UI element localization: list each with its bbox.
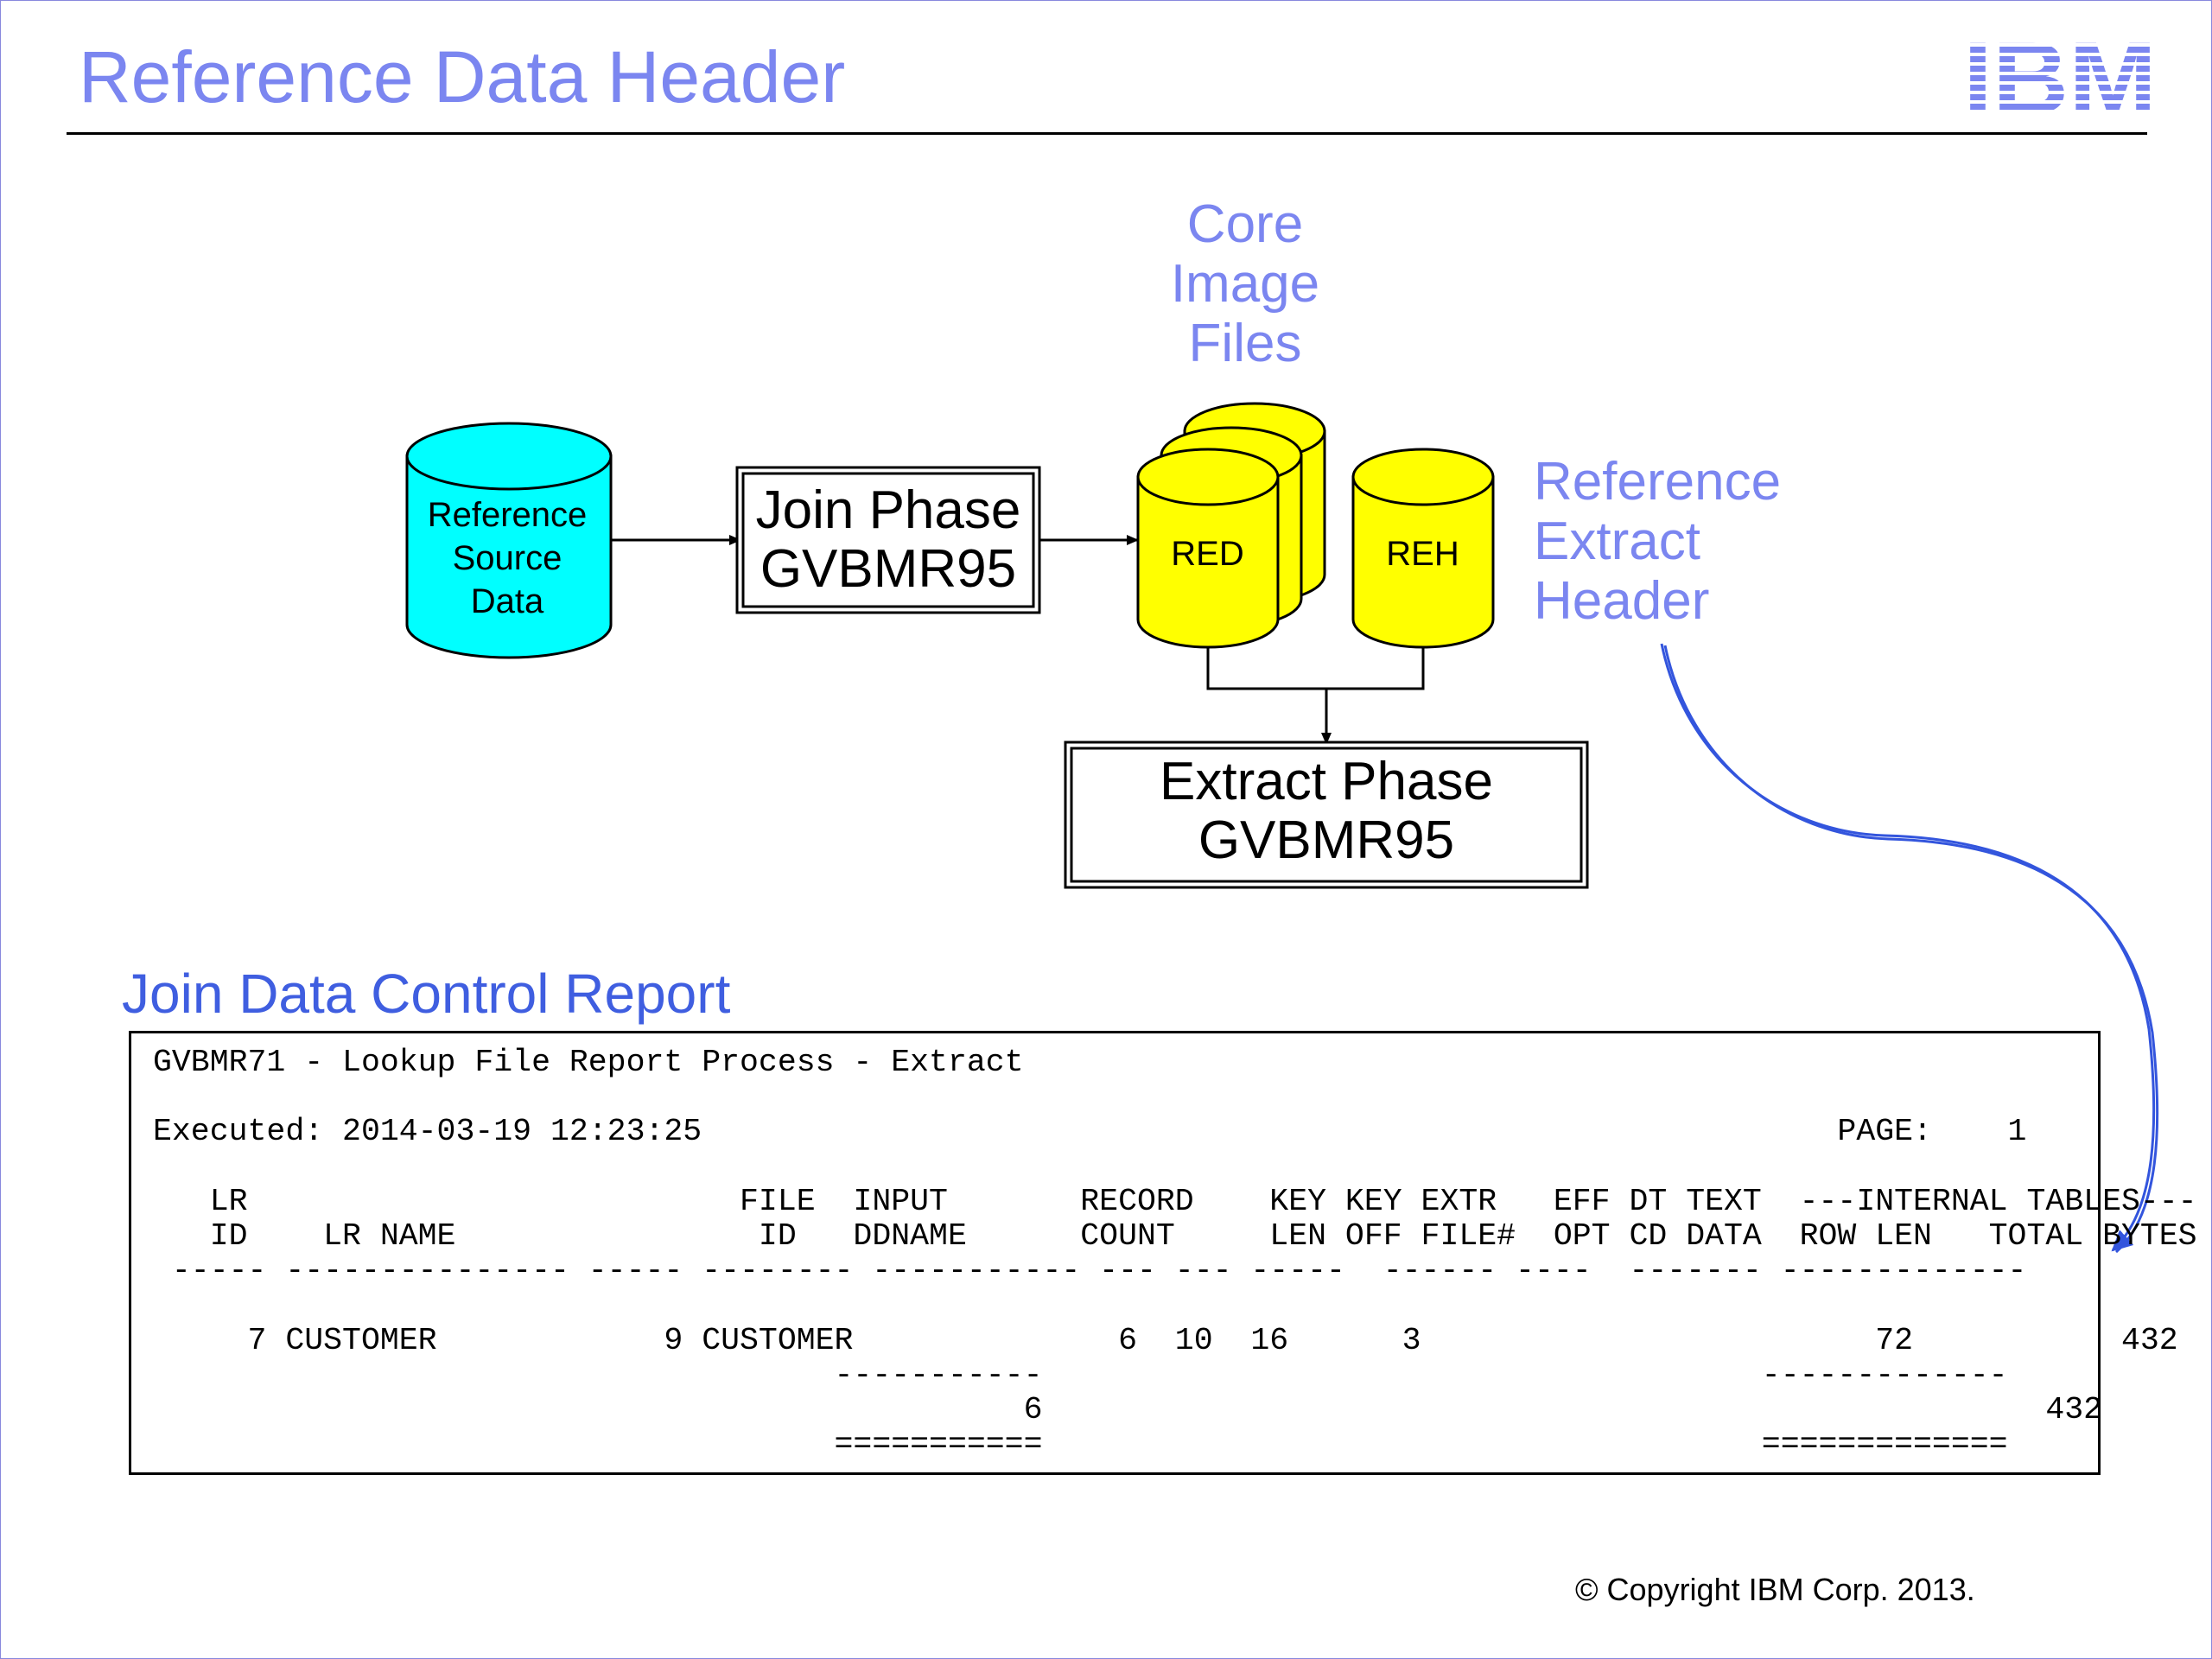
ibm-logo-text: IBM bbox=[1963, 35, 2157, 118]
report-title: Join Data Control Report bbox=[122, 963, 731, 1025]
curved-arrow bbox=[1660, 643, 2159, 1254]
core-image-files-label: Core Image Files bbox=[1170, 194, 1320, 373]
red-label: RED bbox=[1171, 535, 1244, 573]
copyright-notice: © Copyright IBM Corp. 2013. bbox=[1575, 1572, 1975, 1607]
core-image-cylinders bbox=[1136, 402, 1326, 649]
join-phase-label: Join Phase GVBMR95 bbox=[755, 480, 1021, 599]
reh-label: REH bbox=[1386, 535, 1459, 573]
report-box: GVBMR71 - Lookup File Report Process - E… bbox=[129, 1031, 2197, 1475]
ibm-logo: IBM bbox=[1963, 35, 2157, 118]
reference-source-cylinder bbox=[405, 422, 613, 659]
join-phase-box bbox=[735, 466, 1041, 614]
source-data-label: Reference Source Data bbox=[427, 496, 588, 620]
report-text: GVBMR71 - Lookup File Report Process - E… bbox=[153, 1045, 2197, 1463]
connector-to-extract bbox=[1206, 647, 1425, 690]
reh-cylinder bbox=[1351, 448, 1495, 649]
extract-phase-label: Extract Phase GVBMR95 bbox=[1160, 752, 1493, 870]
reference-extract-header-label: Reference Extract Header bbox=[1534, 452, 1782, 631]
title-divider bbox=[67, 132, 2147, 135]
slide-title: Reference Data Header bbox=[79, 36, 846, 118]
extract-phase-box bbox=[1064, 741, 1589, 889]
